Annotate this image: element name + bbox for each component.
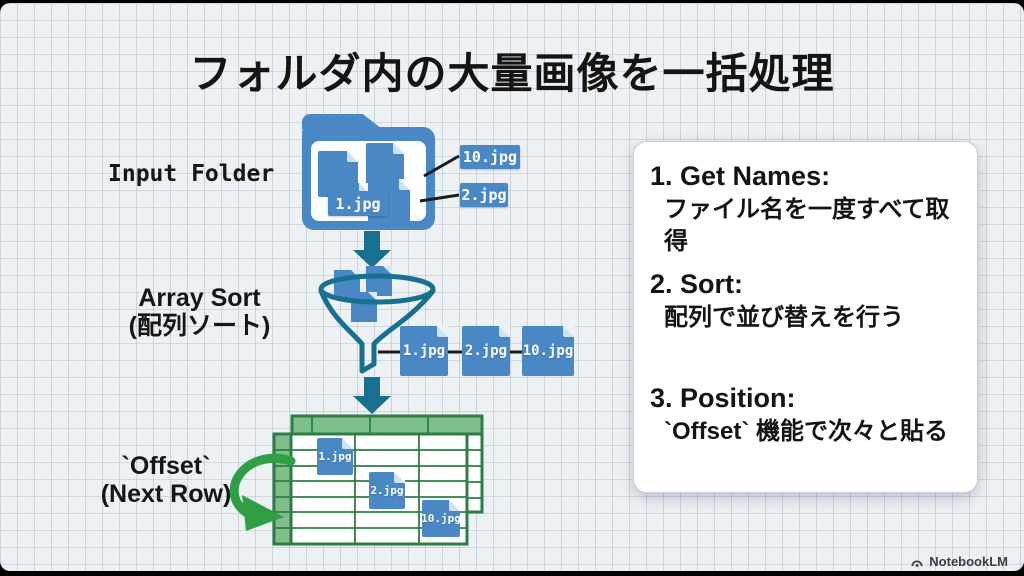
- step-heading: 3. Position:: [650, 383, 796, 413]
- placed-file-label: 10.jpg: [421, 512, 461, 525]
- step-item: 2. Sort: 配列で並び替えを行う: [650, 268, 967, 334]
- array-sort-label-ja: (配列ソート): [128, 312, 271, 340]
- filename-badge: 10.jpg: [460, 145, 520, 169]
- placed-file-icon: 1.jpg: [317, 438, 353, 475]
- sorted-file-label: 10.jpg: [522, 343, 574, 359]
- step-detail: `Offset` 機能で次々と貼る: [664, 418, 948, 445]
- offset-label: `Offset` (Next Row): [90, 452, 242, 508]
- placed-file-icon: 2.jpg: [369, 472, 405, 509]
- filename-badge: 2.jpg: [460, 183, 508, 207]
- array-sort-label: Array Sort (配列ソート): [112, 284, 287, 340]
- sorted-file-label: 1.jpg: [402, 343, 446, 359]
- sorted-file-icon: 1.jpg: [400, 326, 448, 376]
- filename-badge: 1.jpg: [328, 191, 388, 216]
- placed-file-icon: 10.jpg: [421, 500, 461, 537]
- placed-file-label: 1.jpg: [318, 450, 352, 463]
- input-folder-label: Input Folder: [108, 161, 275, 187]
- sorted-file-icon: 10.jpg: [522, 326, 574, 376]
- step-detail: 配列で並び替えを行う: [664, 304, 904, 331]
- step-heading: 1. Get Names:: [650, 161, 831, 191]
- sorted-file-label: 2.jpg: [464, 343, 508, 359]
- steps-card: 1. Get Names: ファイル名を一度すべて取得 2. Sort: 配列で…: [633, 141, 978, 493]
- placed-file-label: 2.jpg: [370, 484, 404, 497]
- step-item: 1. Get Names: ファイル名を一度すべて取得: [650, 160, 967, 258]
- step-item: 3. Position: `Offset` 機能で次々と貼る: [650, 382, 967, 448]
- array-sort-label-en: Array Sort: [138, 284, 261, 312]
- footer-brand: NotebookLM: [910, 554, 1008, 569]
- notebooklm-logo-icon: [911, 560, 923, 567]
- offset-label-sub: (Next Row): [100, 480, 232, 508]
- sorted-file-icon: 2.jpg: [462, 326, 510, 376]
- page-title: フォルダ内の大量画像を一括処理: [189, 50, 835, 97]
- step-heading: 2. Sort:: [650, 269, 744, 299]
- offset-label-code: `Offset`: [121, 452, 211, 480]
- step-detail: ファイル名を一度すべて取得: [664, 196, 950, 255]
- footer-brand-text: NotebookLM: [929, 554, 1008, 569]
